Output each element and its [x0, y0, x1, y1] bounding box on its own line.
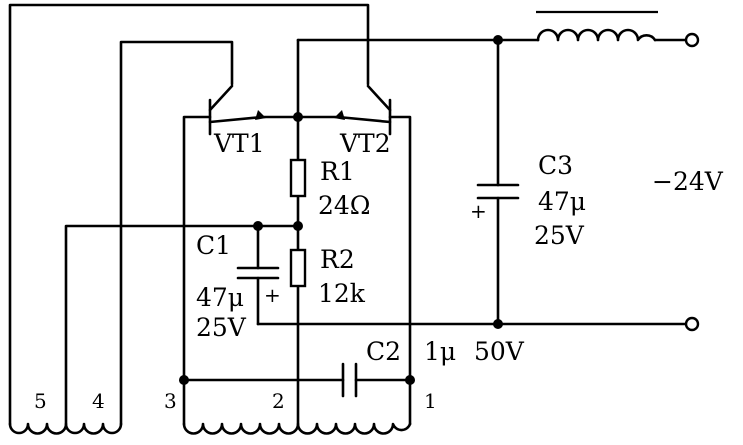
tap-label-5: 5	[34, 389, 47, 413]
tap-label-3: 3	[164, 389, 177, 413]
electrolytic-capacitor-icon	[236, 266, 280, 280]
inductor-l1	[536, 10, 658, 42]
capacitor-icon	[341, 362, 358, 398]
resistor-icon	[289, 158, 307, 198]
c1-value: 47μ	[196, 283, 244, 312]
junction-c2-right	[405, 375, 415, 385]
r2-label: R2	[320, 245, 355, 274]
wire-feedback	[64, 224, 300, 426]
transformer-winding-icon	[8, 422, 412, 435]
transistor-vt1: VT1	[208, 84, 300, 158]
tap-label-4: 4	[92, 389, 105, 413]
resistor-icon	[289, 248, 307, 288]
c3-polarity: +	[470, 199, 487, 223]
transformer-winding: 5 4 3 2 1	[8, 389, 437, 435]
wire-tap1-to-vt2-base	[388, 115, 412, 426]
c2-voltage: 50V	[474, 337, 525, 366]
capacitor-c3: + C3 47μ 25V	[470, 151, 586, 250]
c3-label: C3	[538, 151, 573, 180]
junction-mid	[293, 221, 303, 231]
npn-transistor-icon	[296, 84, 392, 136]
c1-polarity: +	[264, 283, 281, 307]
junction-c3-top	[493, 35, 503, 45]
c1-voltage: 25V	[196, 313, 247, 342]
r1-label: R1	[320, 157, 355, 186]
tap-label-2: 2	[272, 389, 285, 413]
wires	[8, 3, 689, 426]
supply-terminals: −24V	[652, 32, 724, 332]
vt2-label: VT2	[339, 129, 391, 158]
terminal-icon	[684, 316, 700, 332]
vt1-label: VT1	[213, 129, 265, 158]
junctions	[179, 35, 503, 385]
wire-tap4-to-vt1-collector	[119, 40, 234, 426]
r2-value: 12k	[318, 279, 366, 308]
terminal-icon	[684, 32, 700, 48]
r1-value: 24Ω	[318, 191, 371, 220]
wire-tap5-to-vt2-collector	[8, 3, 370, 426]
resistor-r2: R2 12k	[289, 245, 366, 308]
supply-label: −24V	[652, 167, 724, 196]
capacitor-c2: C2 1μ 50V	[341, 337, 525, 398]
c3-value: 47μ	[538, 187, 586, 216]
junction-c1	[253, 221, 263, 231]
junction-c3-bottom	[493, 319, 503, 329]
inductor-icon	[536, 10, 658, 42]
tap-label-1: 1	[424, 389, 437, 413]
transistor-vt2: VT2	[296, 84, 392, 158]
c1-label: C1	[196, 231, 231, 260]
junction-c2-left	[179, 375, 189, 385]
npn-transistor-icon	[208, 84, 300, 136]
capacitor-c1: + C1 47μ 25V	[196, 231, 281, 342]
c3-voltage: 25V	[534, 221, 585, 250]
electrolytic-capacitor-icon	[476, 183, 520, 200]
wire-tap3-to-vt1-base	[182, 115, 212, 426]
c2-label: C2	[366, 337, 401, 366]
resistor-r1: R1 24Ω	[289, 157, 371, 220]
c2-value: 1μ	[424, 337, 456, 366]
